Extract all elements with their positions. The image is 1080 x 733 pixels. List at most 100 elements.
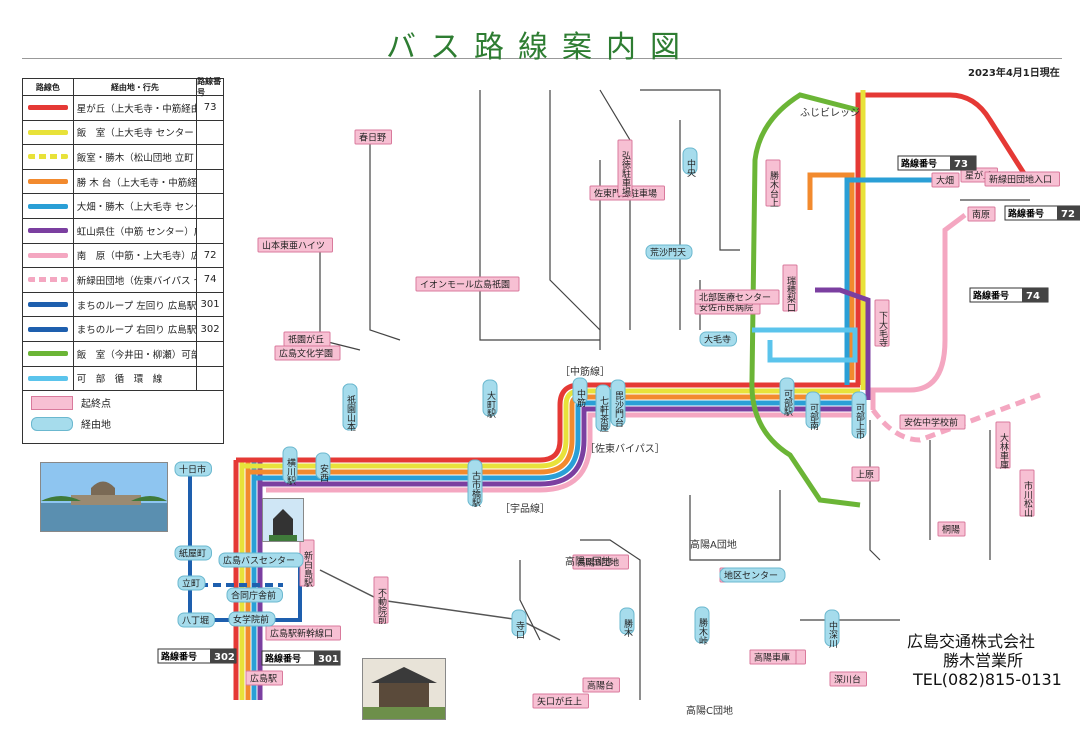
legend-key-terminal-label: 起終点	[81, 399, 111, 411]
route-badge-number-box	[314, 651, 340, 665]
waypoint-label-box	[482, 379, 498, 417]
legend-route-number	[197, 342, 223, 366]
terminal-label: 南原	[972, 209, 990, 221]
waypoint-label-box	[315, 452, 331, 480]
terminal-label: 上原	[856, 470, 874, 481]
route-badge-label: 路線番号	[901, 158, 937, 170]
legend-route-text: 飯 室（今井田・柳瀬）可部駅 上原	[74, 341, 198, 366]
terminal-label: 北部医療センター	[699, 292, 771, 304]
waypoint-swatch	[31, 416, 73, 431]
legend-key-waypoint: 経由地	[31, 416, 215, 431]
legend-swatch-line	[27, 179, 68, 185]
legend-row: まちのループ 右回り 広島駅→広島駅 新幹線口302	[23, 317, 223, 342]
landmark-photo	[40, 462, 168, 532]
route-legend: 路線色 経由地・行先 路線番号 星が丘（上大毛寺・中筋経由 センター）広島駅73…	[22, 77, 224, 445]
terminal-label-box	[572, 554, 629, 570]
waypoint-label: 十日市	[179, 464, 206, 476]
terminal-label: 桐陽	[942, 524, 960, 536]
waypoint-label: 毘沙門台	[613, 391, 624, 428]
operator-office: 勝木営業所	[943, 651, 1024, 670]
legend-swatch	[23, 145, 74, 169]
legend-row: 大畑・勝木（上大毛寺 センター）広島駅	[23, 194, 223, 219]
terminal-label: 広島駅新幹線口	[270, 628, 333, 640]
terminal-label: 市川松山	[1022, 480, 1033, 517]
stop-lines	[319, 89, 1030, 700]
road-label: ［中筋線］	[560, 365, 610, 378]
legend-route-number: 73	[203, 102, 217, 114]
terminal-label-box	[899, 414, 966, 430]
route-badge-label: 路線番号	[265, 653, 301, 665]
legend-header-via: 経由地・行先	[74, 79, 198, 95]
road-label: ［佐東バイパス］	[585, 442, 665, 455]
date-label: 2023年4月1日現在	[968, 68, 1060, 79]
operator-company: 広島交通株式会社	[907, 632, 1036, 651]
route-badge-number-box	[1022, 288, 1048, 302]
waypoint-label: 地区センター	[724, 570, 778, 582]
legend-header-number: 路線番号	[197, 77, 222, 97]
waypoint-label-box	[572, 377, 588, 405]
terminal-label-box	[1019, 469, 1035, 517]
title-rule	[22, 58, 1062, 59]
waypoint-label-box	[779, 377, 795, 415]
waypoint-label: 勝木峠	[697, 617, 708, 646]
terminal-label: 矢口が丘上	[537, 696, 582, 708]
operator-tel: TEL(082)815-0131	[913, 670, 1062, 689]
waypoint-label-box	[177, 575, 206, 591]
terminal-label: 新白島駅	[302, 550, 313, 588]
legend-swatch	[23, 96, 74, 120]
waypoint-label: 紙屋町	[179, 548, 206, 560]
legend-swatch	[23, 317, 74, 341]
waypoint-label-box	[282, 446, 298, 484]
road-label: ［宇品線］	[500, 502, 550, 515]
area-label: 高陽C団地	[686, 704, 733, 717]
waypoint-label: 可部上市	[854, 403, 865, 440]
route-badge-label: 路線番号	[161, 651, 197, 663]
terminal-label-box	[694, 289, 780, 305]
waypoint-label-box	[228, 611, 276, 627]
legend-swatch-line	[27, 277, 68, 283]
waypoint-label: 八丁堀	[182, 616, 209, 627]
waypoint-label-box	[595, 384, 611, 432]
terminal-label-box	[283, 331, 331, 347]
waypoint-label: 古市橋駅	[470, 470, 481, 508]
terminal-label-box	[851, 466, 880, 482]
terminal-label-box	[415, 276, 520, 292]
waypoint-label: 中筋	[575, 388, 586, 408]
terminal-label-box	[984, 171, 1060, 187]
terminal-label-box	[617, 139, 633, 197]
waypoint-label: 荒沙門天	[650, 248, 686, 259]
legend-route-number: 301	[200, 299, 220, 311]
castle-photo	[262, 498, 304, 542]
waypoint-label-box	[619, 607, 635, 635]
waypoint-label-box	[699, 331, 737, 347]
terminal-label: 下大毛寺	[877, 311, 888, 347]
legend-key-terminal: 起終点	[31, 395, 215, 410]
legend-key-waypoint-label: 経由地	[81, 420, 111, 432]
waypoint-label-box	[467, 459, 483, 507]
terminal-label-box	[967, 206, 996, 222]
legend-row: 飯 室（上大毛寺 センター 中筋経由）広島駅	[23, 120, 223, 146]
waypoint-label-box	[645, 244, 693, 260]
waypoint-label-box	[174, 545, 212, 561]
terminal-label: イオンモール広島祇園	[420, 279, 510, 291]
legend-swatch-line	[27, 203, 68, 209]
waypoint-label: 立町	[182, 578, 200, 590]
waypoint-label-box	[694, 606, 710, 644]
waypoint-label: 中深川	[827, 620, 838, 648]
legend-swatch-line	[27, 252, 68, 258]
legend-route-text: まちのループ 右回り 広島駅→広島駅 新幹線口	[74, 317, 198, 341]
waypoint-label-box	[824, 609, 840, 647]
legend-row: 勝 木 台（上大毛寺・中筋経由 センター）広島駅	[23, 169, 223, 195]
waypoint-label-box	[218, 552, 304, 568]
legend-route-number	[197, 219, 223, 243]
route-badge-label: 路線番号	[973, 290, 1009, 302]
terminal-label: 広島駅	[250, 673, 277, 685]
terminal-label-box	[995, 421, 1011, 469]
terminal-label: 高陽車庫	[754, 652, 790, 664]
legend-row: 南 原（中筋・上大毛寺）広島駅72	[23, 243, 223, 269]
waypoint-label-box	[610, 379, 626, 427]
terminal-label: 山本東亜ハイツ	[262, 240, 325, 252]
waypoint-label: 女学院前	[233, 614, 269, 626]
